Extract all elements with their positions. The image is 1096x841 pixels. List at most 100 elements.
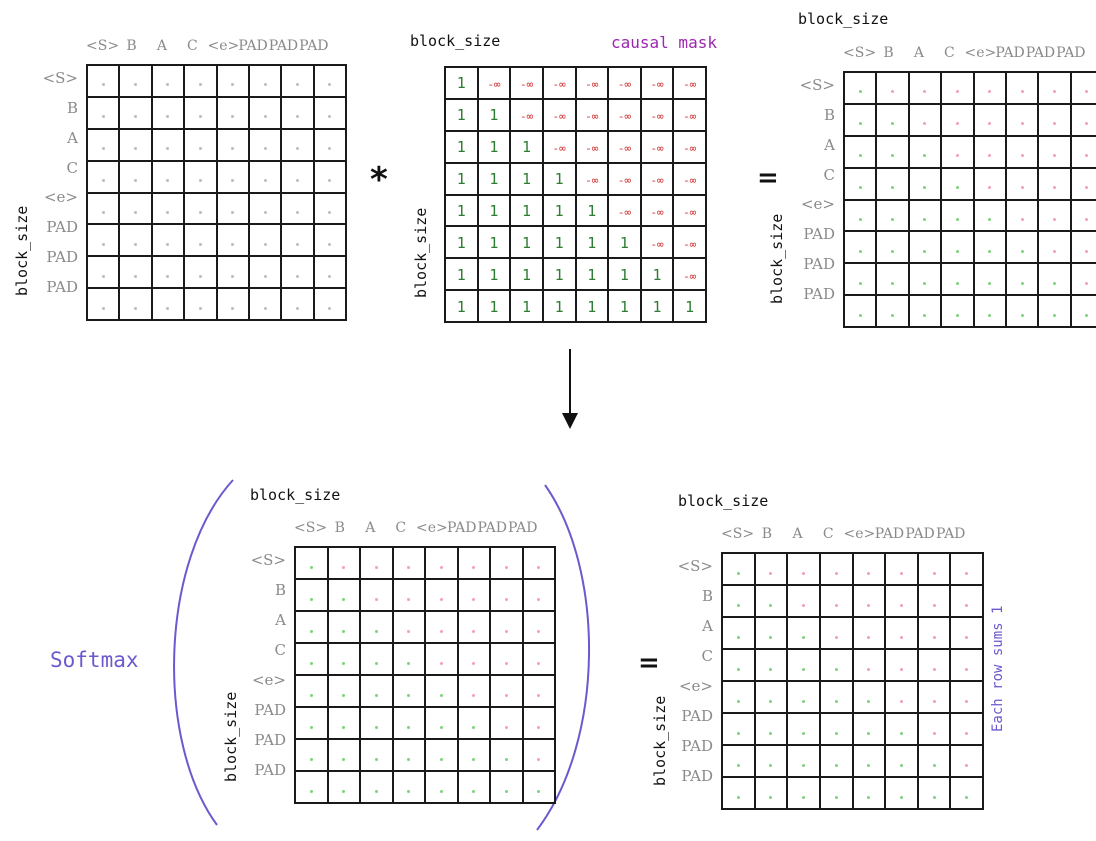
mask-value: 1 (587, 201, 597, 220)
score-dot (198, 306, 202, 310)
row-token-label: PAD (254, 701, 286, 719)
mask-value: 1 (587, 297, 597, 316)
matrix-cell (150, 191, 186, 226)
matrix-cell (842, 102, 878, 137)
matrix-cell: 1 (607, 225, 642, 260)
matrix-row (85, 127, 348, 162)
row-token-label: PAD (254, 731, 286, 749)
masked-score-dot (988, 122, 992, 126)
mask-value: 1 (619, 297, 629, 316)
visible-score-dot (891, 186, 895, 190)
matrix-cell (85, 287, 121, 321)
masked-score-dot (965, 667, 969, 671)
visible-score-dot (891, 313, 895, 317)
matrix-cell (721, 680, 756, 714)
masked-score-dot (1052, 217, 1056, 221)
mask-value: 1 (619, 233, 629, 252)
score-dot (231, 306, 235, 310)
matrix-cell (118, 127, 153, 162)
matrix-cell (1004, 198, 1040, 233)
matrix-cell: 1 (607, 257, 642, 292)
matrix-cell (183, 255, 218, 290)
column-token-label: PAD (935, 526, 966, 542)
matrix-cell: 1 (509, 193, 544, 228)
visible-score-dot (899, 731, 903, 735)
score-dot (231, 210, 235, 214)
m4-col-axis-label: block_size (250, 486, 341, 504)
column-token-label: <S> (294, 520, 328, 536)
matrix-row (85, 64, 348, 98)
mask-value: 1 (456, 233, 466, 252)
matrix-cell (294, 738, 329, 772)
matrix-cell (326, 738, 361, 772)
m4-grid (294, 546, 556, 804)
matrix-cell (1004, 262, 1040, 297)
matrix-cell: 1 (444, 193, 479, 228)
row-token-label: PAD (681, 737, 713, 755)
visible-score-dot (923, 249, 927, 253)
score-dot (166, 306, 170, 310)
matrix-cell (818, 552, 854, 586)
mask-value: 1 (522, 297, 532, 316)
visible-score-dot (374, 693, 378, 697)
column-token-label: B (761, 526, 773, 542)
row-token-label: B (823, 105, 835, 124)
matrix-cell (294, 578, 329, 612)
score-dot (101, 115, 105, 119)
matrix-cell (1069, 134, 1096, 169)
column-token-label: PAD (268, 38, 299, 54)
matrix-cell (118, 255, 153, 290)
matrix-cell (183, 191, 218, 226)
score-dot (198, 242, 202, 246)
visible-score-dot (342, 789, 346, 793)
matrix-cell (326, 610, 361, 644)
matrix-cell (312, 159, 348, 194)
matrix-cell (1037, 102, 1072, 137)
score-dot (166, 242, 170, 246)
mask-value: 1 (456, 297, 466, 316)
masked-score-dot (965, 571, 969, 575)
visible-score-dot (802, 731, 806, 735)
matrix-cell (150, 95, 186, 130)
matrix-cell (907, 166, 943, 201)
matrix-cell (247, 191, 283, 226)
score-dot (166, 179, 170, 183)
visible-score-dot (407, 757, 411, 761)
matrix-cell (391, 610, 426, 644)
matrix-cell (312, 64, 348, 98)
visible-score-dot (407, 661, 411, 665)
visible-score-dot (858, 154, 862, 158)
matrix-cell: -∞ (672, 193, 707, 228)
mask-value: -∞ (585, 110, 599, 124)
masked-score-dot (1020, 186, 1024, 190)
matrix-cell (150, 223, 186, 258)
matrix-cell (294, 610, 329, 644)
matrix-cell (884, 584, 919, 618)
column-token-label: <S> (721, 526, 755, 542)
matrix-row (842, 262, 1096, 297)
matrix-cell (489, 610, 524, 644)
matrix-cell (118, 95, 153, 130)
matrix-cell (326, 578, 361, 612)
matrix-cell (424, 770, 459, 804)
matrix-cell: 1 (444, 129, 479, 164)
matrix-cell (247, 159, 283, 194)
column-token-label: C (186, 38, 198, 54)
matrix-cell (875, 230, 910, 265)
score-dot (328, 179, 332, 183)
matrix-cell (842, 134, 878, 169)
matrix-cell (818, 616, 854, 650)
visible-score-dot (374, 757, 378, 761)
matrix-cell (753, 776, 789, 810)
column-token-label: PAD (238, 38, 268, 54)
matrix-cell (280, 191, 315, 226)
masked-score-dot (1052, 90, 1056, 94)
matrix-cell (294, 706, 329, 740)
matrix-row (842, 198, 1096, 233)
mask-value: 1 (554, 265, 564, 284)
matrix-cell (875, 166, 910, 201)
m1-grid (85, 64, 348, 321)
matrix-row (721, 776, 984, 810)
matrix-cell (916, 680, 952, 714)
